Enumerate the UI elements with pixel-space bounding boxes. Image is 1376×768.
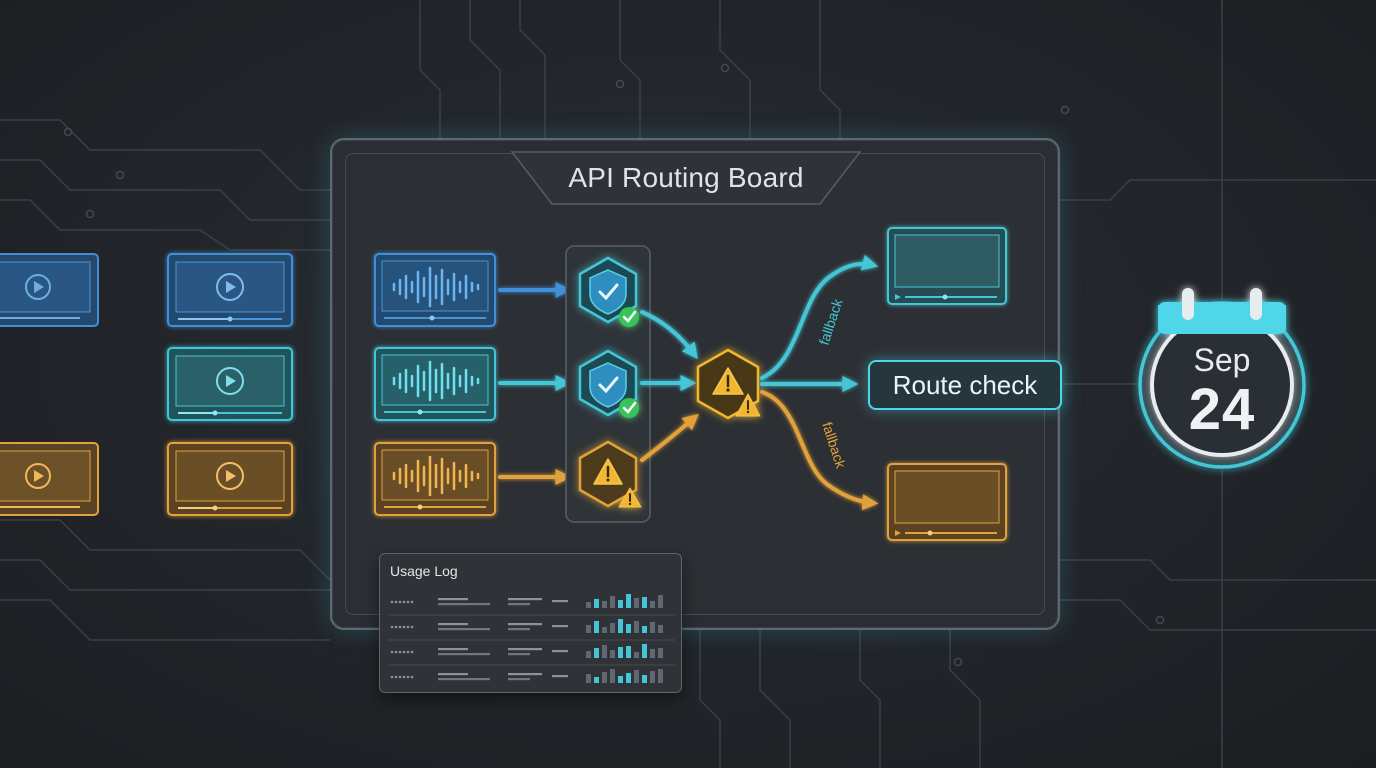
waveform-icon xyxy=(392,360,480,402)
waveform-card-teal xyxy=(374,347,496,421)
waveform-icon xyxy=(392,455,480,497)
board-title: API Routing Board xyxy=(568,162,804,193)
calendar-month: Sep xyxy=(1193,342,1251,378)
video-card-blue-2 xyxy=(167,253,293,327)
gate-arrows xyxy=(498,282,572,485)
shield-check-icon xyxy=(589,362,627,408)
usage-log-panel: Usage Log xyxy=(379,553,682,693)
play-icon xyxy=(216,462,244,490)
circuit-nodes xyxy=(63,63,1165,667)
route-check-button[interactable]: Route check xyxy=(868,360,1062,410)
play-icon xyxy=(216,367,244,395)
merge-arrows xyxy=(640,310,699,462)
video-card-blue-1 xyxy=(0,253,99,327)
central-warning-node xyxy=(696,348,761,420)
output-arrows xyxy=(760,254,879,511)
play-icon xyxy=(216,273,244,301)
waveform-card-orange xyxy=(374,442,496,516)
video-card-teal-2 xyxy=(167,347,293,421)
usage-log-title: Usage Log xyxy=(390,563,458,579)
warning-gate-orange xyxy=(578,440,642,508)
check-badge-icon xyxy=(619,398,639,418)
shield-check-icon xyxy=(589,269,627,315)
title-tab xyxy=(510,151,862,205)
destination-card-teal xyxy=(887,227,1007,305)
fallback-label-bottom: fallback xyxy=(819,420,849,471)
waveform-card-blue xyxy=(374,253,496,327)
usage-log-row xyxy=(388,594,675,616)
play-icon xyxy=(25,463,51,489)
shield-gate-blue xyxy=(578,256,639,327)
check-badge-icon xyxy=(619,307,639,327)
shield-gate-teal xyxy=(578,349,639,418)
usage-log-row xyxy=(390,669,663,683)
usage-log-row xyxy=(388,619,675,641)
fallback-label-top: fallback xyxy=(816,296,846,347)
video-card-orange-2 xyxy=(167,442,293,516)
video-card-orange-1 xyxy=(0,442,99,516)
play-icon xyxy=(25,274,51,300)
calendar-day: 24 xyxy=(1188,377,1256,442)
calendar-icon xyxy=(1138,288,1306,469)
destination-card-orange xyxy=(887,463,1007,541)
usage-log-rows xyxy=(388,594,675,683)
usage-log-row xyxy=(388,644,675,666)
waveform-icon xyxy=(392,266,480,308)
